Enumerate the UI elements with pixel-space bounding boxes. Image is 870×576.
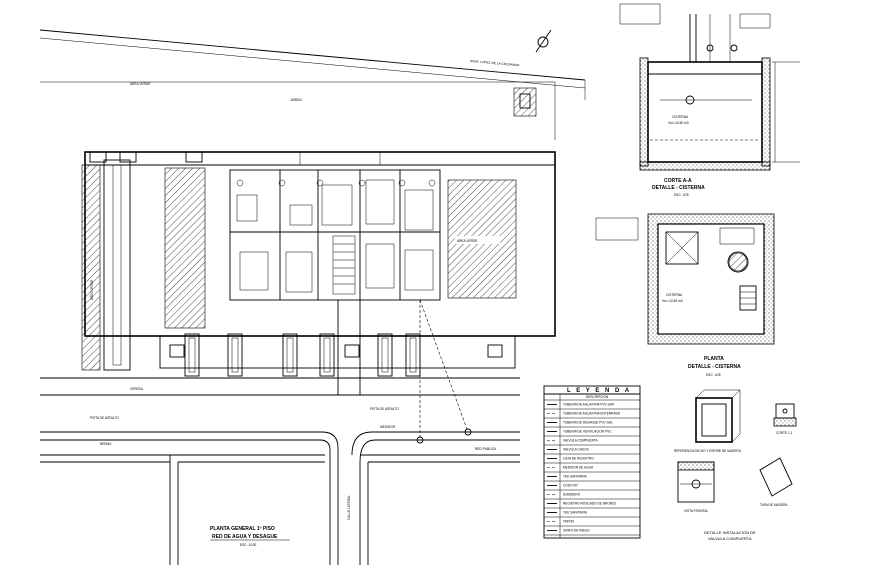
valve-title-2: VALVULA COMPUERTA <box>708 536 752 541</box>
area-verde-left-label: AREA VERDE <box>90 280 94 300</box>
legend-row-label: TEE SANITARIA <box>563 475 588 479</box>
cisterna-plan-detail: CISTERNA Vol.=10.50 m3 PLANTA DETALLE - … <box>595 213 775 377</box>
cut-detail-title-1: CORTE A-A <box>664 178 692 184</box>
red-publica-label: RED PUBLICA <box>475 447 497 451</box>
terrace-openings <box>184 333 421 377</box>
legend-row-label: CODO 90° <box>563 484 579 488</box>
cisterna-cut-volume: Vol.=10.50 m3 <box>668 121 689 125</box>
legend-row-label: TUBERIA DE AGUA FRIA PVC-SAP <box>563 403 614 407</box>
cisterna-cut-label: CISTERNA <box>672 115 689 119</box>
legend-row-label: GRIFO DE RIEGO <box>563 529 590 533</box>
legend-col-header: DESCRIPCION <box>586 395 609 399</box>
jardin-top-label: JARDIN <box>290 98 302 102</box>
valve-front-label: VISTA FRONTAL <box>684 509 709 513</box>
legend-row-label: TAPON <box>563 520 574 524</box>
legend-row-label: REGISTRO ROSCADO DE BRONCE <box>563 502 617 506</box>
street-blocks <box>40 431 520 565</box>
main-floor-plan: AVDA. LOPEZ DE LA CRUZAMAR JARDIN AREA V… <box>39 29 586 565</box>
hatched-patio-left <box>164 167 206 329</box>
cisterna-plan-volume: Vol.=10.50 m3 <box>662 299 683 303</box>
plan-scale: ESC: 1/100 <box>240 543 257 547</box>
patio-right-label: AREA VERDE <box>457 239 477 243</box>
vereda-label: VEREDA <box>130 387 144 391</box>
cisterna-cut-detail: CISTERNA Vol.=10.50 m3 CORTE A-A DETALLE… <box>619 3 800 197</box>
apartment-rooms <box>229 169 441 301</box>
medidor-label: MEDIDOR <box>380 425 396 429</box>
legend-row-label: SUMIDERO <box>563 493 581 497</box>
valve-tapa-label: TAPA DE MADERA <box>760 503 788 507</box>
legend-row-label: YEE SANITARIA <box>563 511 588 515</box>
legend-row-label: TUBERIA DE AGUA FRIA ENTERRADA <box>563 412 621 416</box>
legend-row-label: TUBERIA DE DESAGUE PVC-SAL <box>563 421 613 425</box>
plan-detail-title-1: PLANTA <box>704 356 724 362</box>
calle-lateral-label: CALLE LATERAL <box>347 495 351 520</box>
valve-cut-label: CORTE 1-1 <box>776 431 793 435</box>
valve-title-1: DETALLE INSTALACION DE <box>704 530 756 535</box>
plan-title-2: RED DE AGUA Y DESAGUE <box>212 534 278 540</box>
plan-title-1: PLANTA GENERAL 1º PISO <box>210 526 275 532</box>
legend-row-label: VALVULA CHECK <box>563 448 590 452</box>
north-arrow-icon <box>535 29 552 53</box>
hatched-box-top-right <box>513 87 537 117</box>
plan-detail-title-2: DETALLE - CISTERNA <box>688 364 741 370</box>
staircase <box>332 235 356 295</box>
legend-row-label: CAJA DE REGISTRO <box>563 457 594 461</box>
valve-nicho-label: REFERENCIA NICHO Y ESPIRE DE MADERA <box>674 449 742 453</box>
legend-title: L E Y E N D A <box>567 388 631 394</box>
street-diagonal-label: AVDA. LOPEZ DE LA CRUZAMAR <box>470 59 520 67</box>
hatched-area-left <box>81 164 101 371</box>
water-supply-line <box>419 299 469 433</box>
cisterna-plan-label: CISTERNA <box>666 293 683 297</box>
pista-asfalto-right-label: PISTA DE ASFALTO <box>370 407 399 411</box>
berma-label: BERMA <box>100 442 112 446</box>
legend-row-label: TUBERIA DE VENTILACION PVC <box>563 430 612 434</box>
legend-row-label: VALVULA COMPUERTA <box>563 439 599 443</box>
legend-row-label: MEDIDOR DE AGUA <box>563 466 594 470</box>
cut-detail-title-2: DETALLE - CISTERNA <box>652 185 705 191</box>
plan-detail-scale: ESC: 1/25 <box>706 373 721 377</box>
valve-detail: REFERENCIA NICHO Y ESPIRE DE MADERA VIST… <box>674 389 797 541</box>
pista-asfalto-label: PISTA DE ASFALTO <box>90 416 119 420</box>
legend-table: L E Y E N D A DESCRIPCION TUBERIA DE AGU… <box>543 385 641 539</box>
area-verde-label: AREA VERDE <box>130 82 150 86</box>
legend-rows: TUBERIA DE AGUA FRIA PVC-SAP TUBERIA DE A… <box>544 403 640 536</box>
cut-detail-scale: ESC: 1/25 <box>674 193 689 197</box>
